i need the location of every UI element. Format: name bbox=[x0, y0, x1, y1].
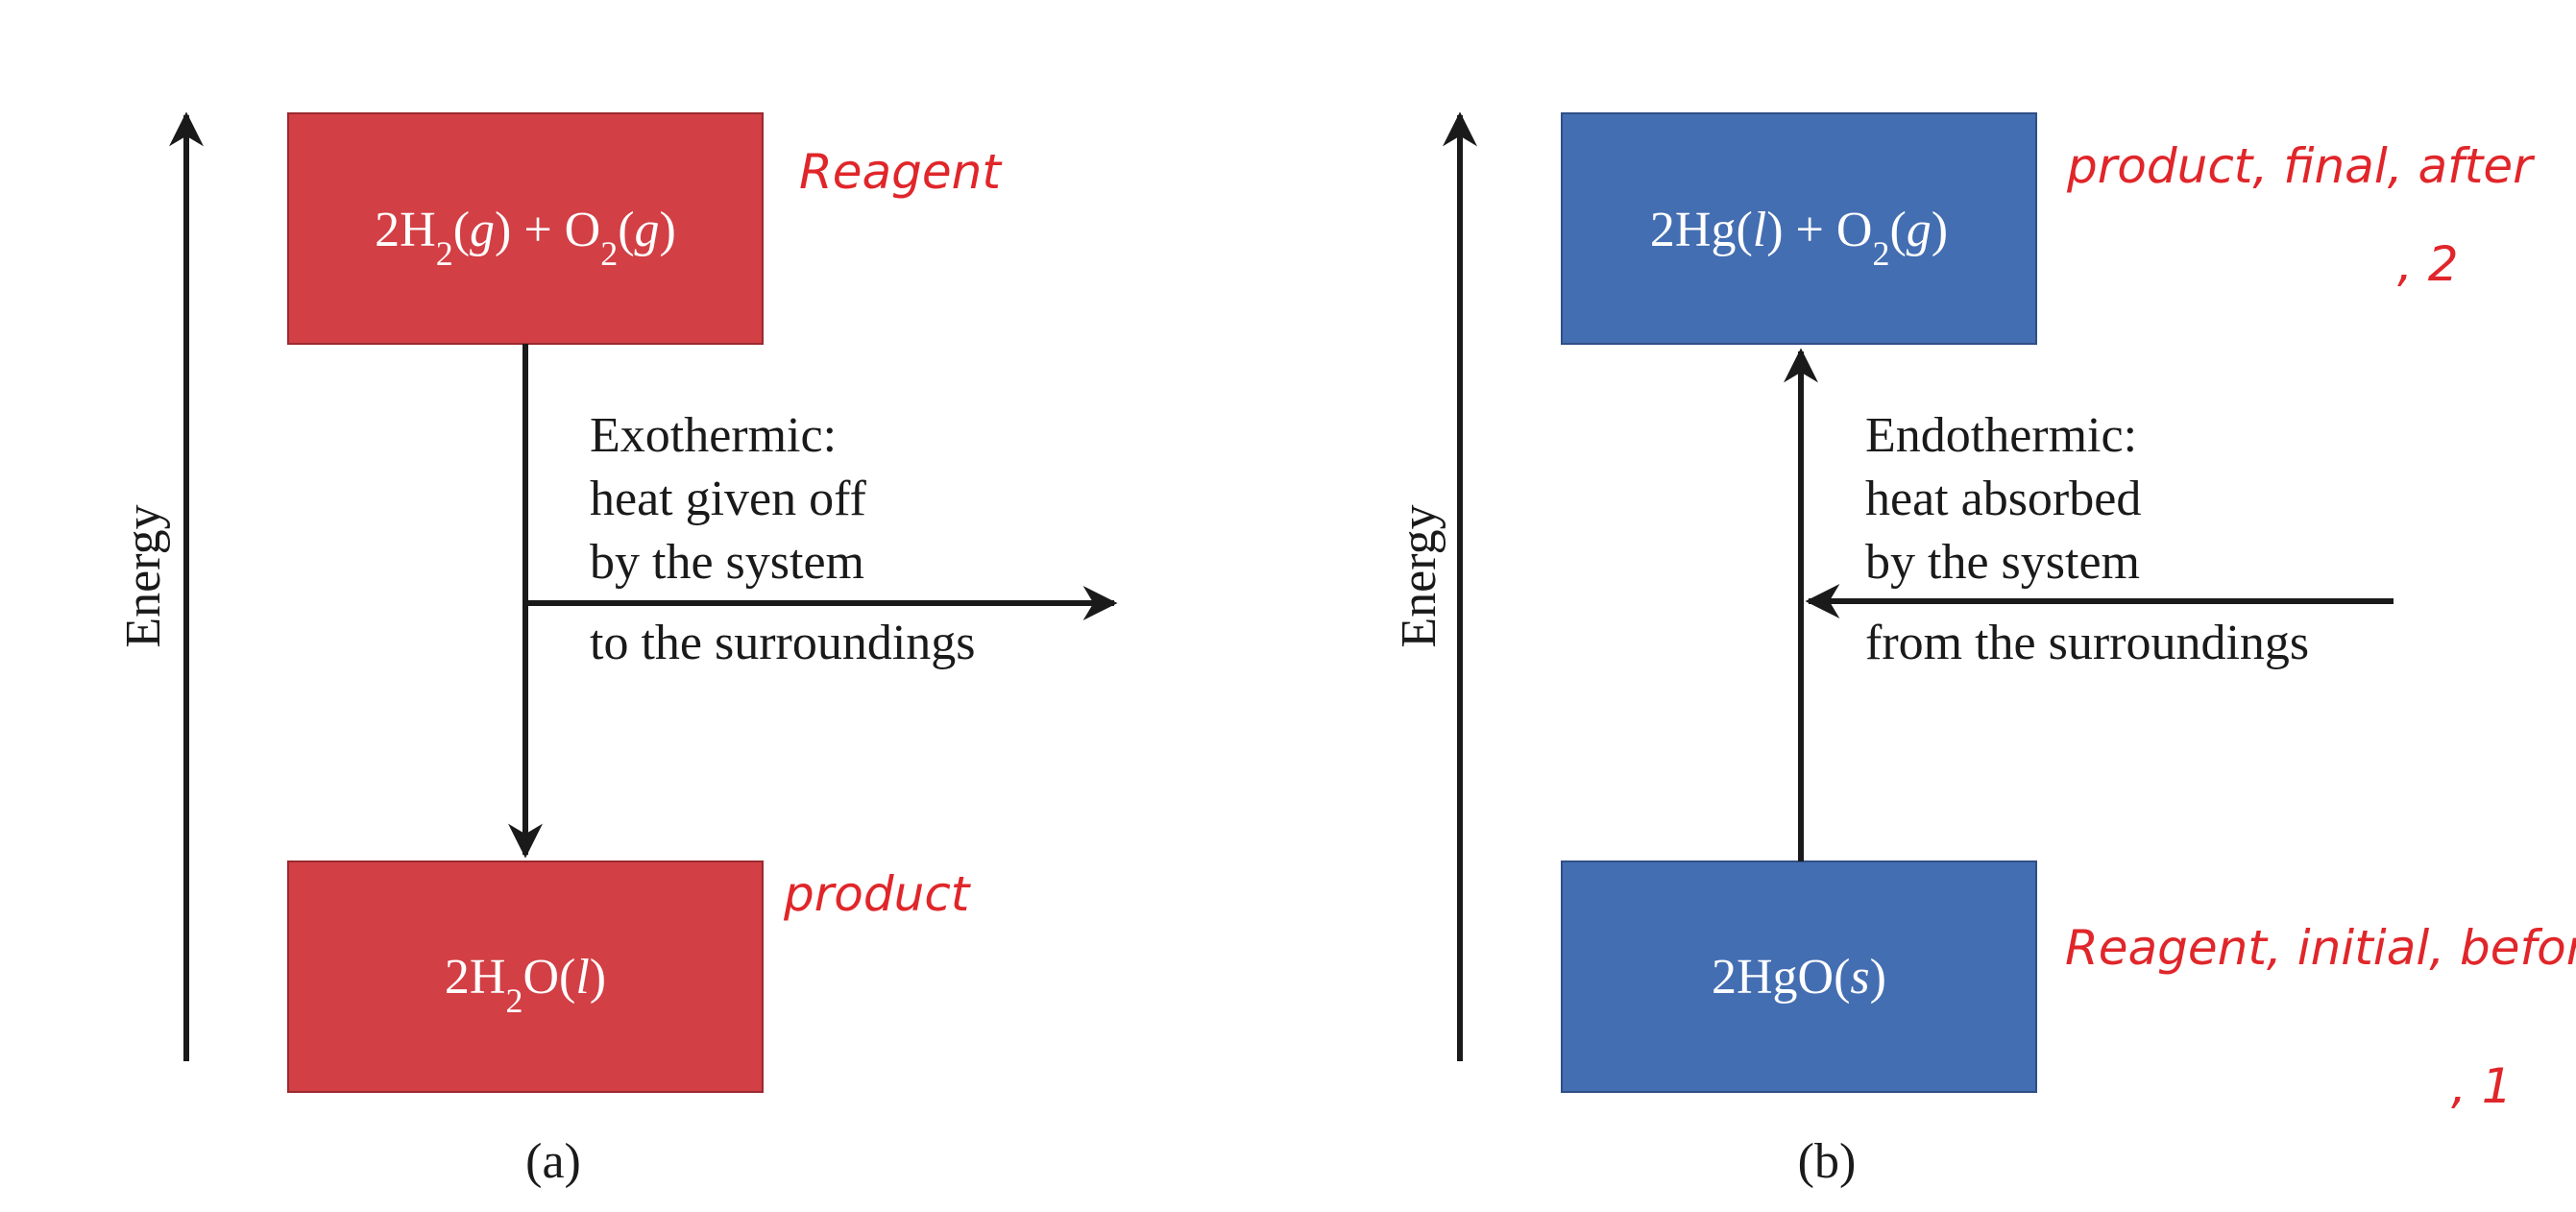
product-formula-b: 2Hg(l) + O2(g) bbox=[1650, 203, 1948, 273]
annotation-reagent-b-number: , 1 bbox=[2451, 1058, 2513, 1114]
endothermic-description: Endothermic: heat absorbed by the system bbox=[1865, 408, 2153, 590]
annotation-product-b-number: , 2 bbox=[2397, 236, 2459, 292]
reactant-formula-a: 2H2(g) + O2(g) bbox=[375, 203, 676, 273]
heat-flow-label-a: to the surroundings bbox=[590, 616, 976, 670]
annotation-product-a: product bbox=[783, 866, 972, 922]
reactant-formula-b: 2HgO(s) bbox=[1712, 950, 1886, 1005]
reactant-box-b bbox=[1561, 861, 2037, 1093]
annotation-reagent-b: Reagent, initial, before bbox=[2065, 920, 2576, 976]
panel-a: Energy 2H2(g) + O2(g) 2H2O(l) Exothermic… bbox=[116, 111, 1118, 1189]
heat-flow-label-b: from the surroundings bbox=[1865, 616, 2309, 670]
energy-axis-label-b: Energy bbox=[1392, 504, 1446, 647]
product-box-a bbox=[287, 861, 764, 1093]
product-formula-a: 2H2O(l) bbox=[445, 950, 606, 1020]
product-box-b bbox=[1561, 112, 2037, 345]
panel-b: Energy 2Hg(l) + O2(g) 2HgO(s) Endothermi… bbox=[1392, 111, 2576, 1189]
caption-a: (a) bbox=[525, 1134, 581, 1189]
energy-axis-label-a: Energy bbox=[116, 504, 171, 647]
annotation-product-b: product, final, after bbox=[2066, 138, 2536, 194]
annotation-reagent-a: Reagent bbox=[799, 144, 1003, 200]
exothermic-description: Exothermic: heat given off by the system bbox=[590, 408, 879, 590]
caption-b: (b) bbox=[1798, 1134, 1857, 1189]
